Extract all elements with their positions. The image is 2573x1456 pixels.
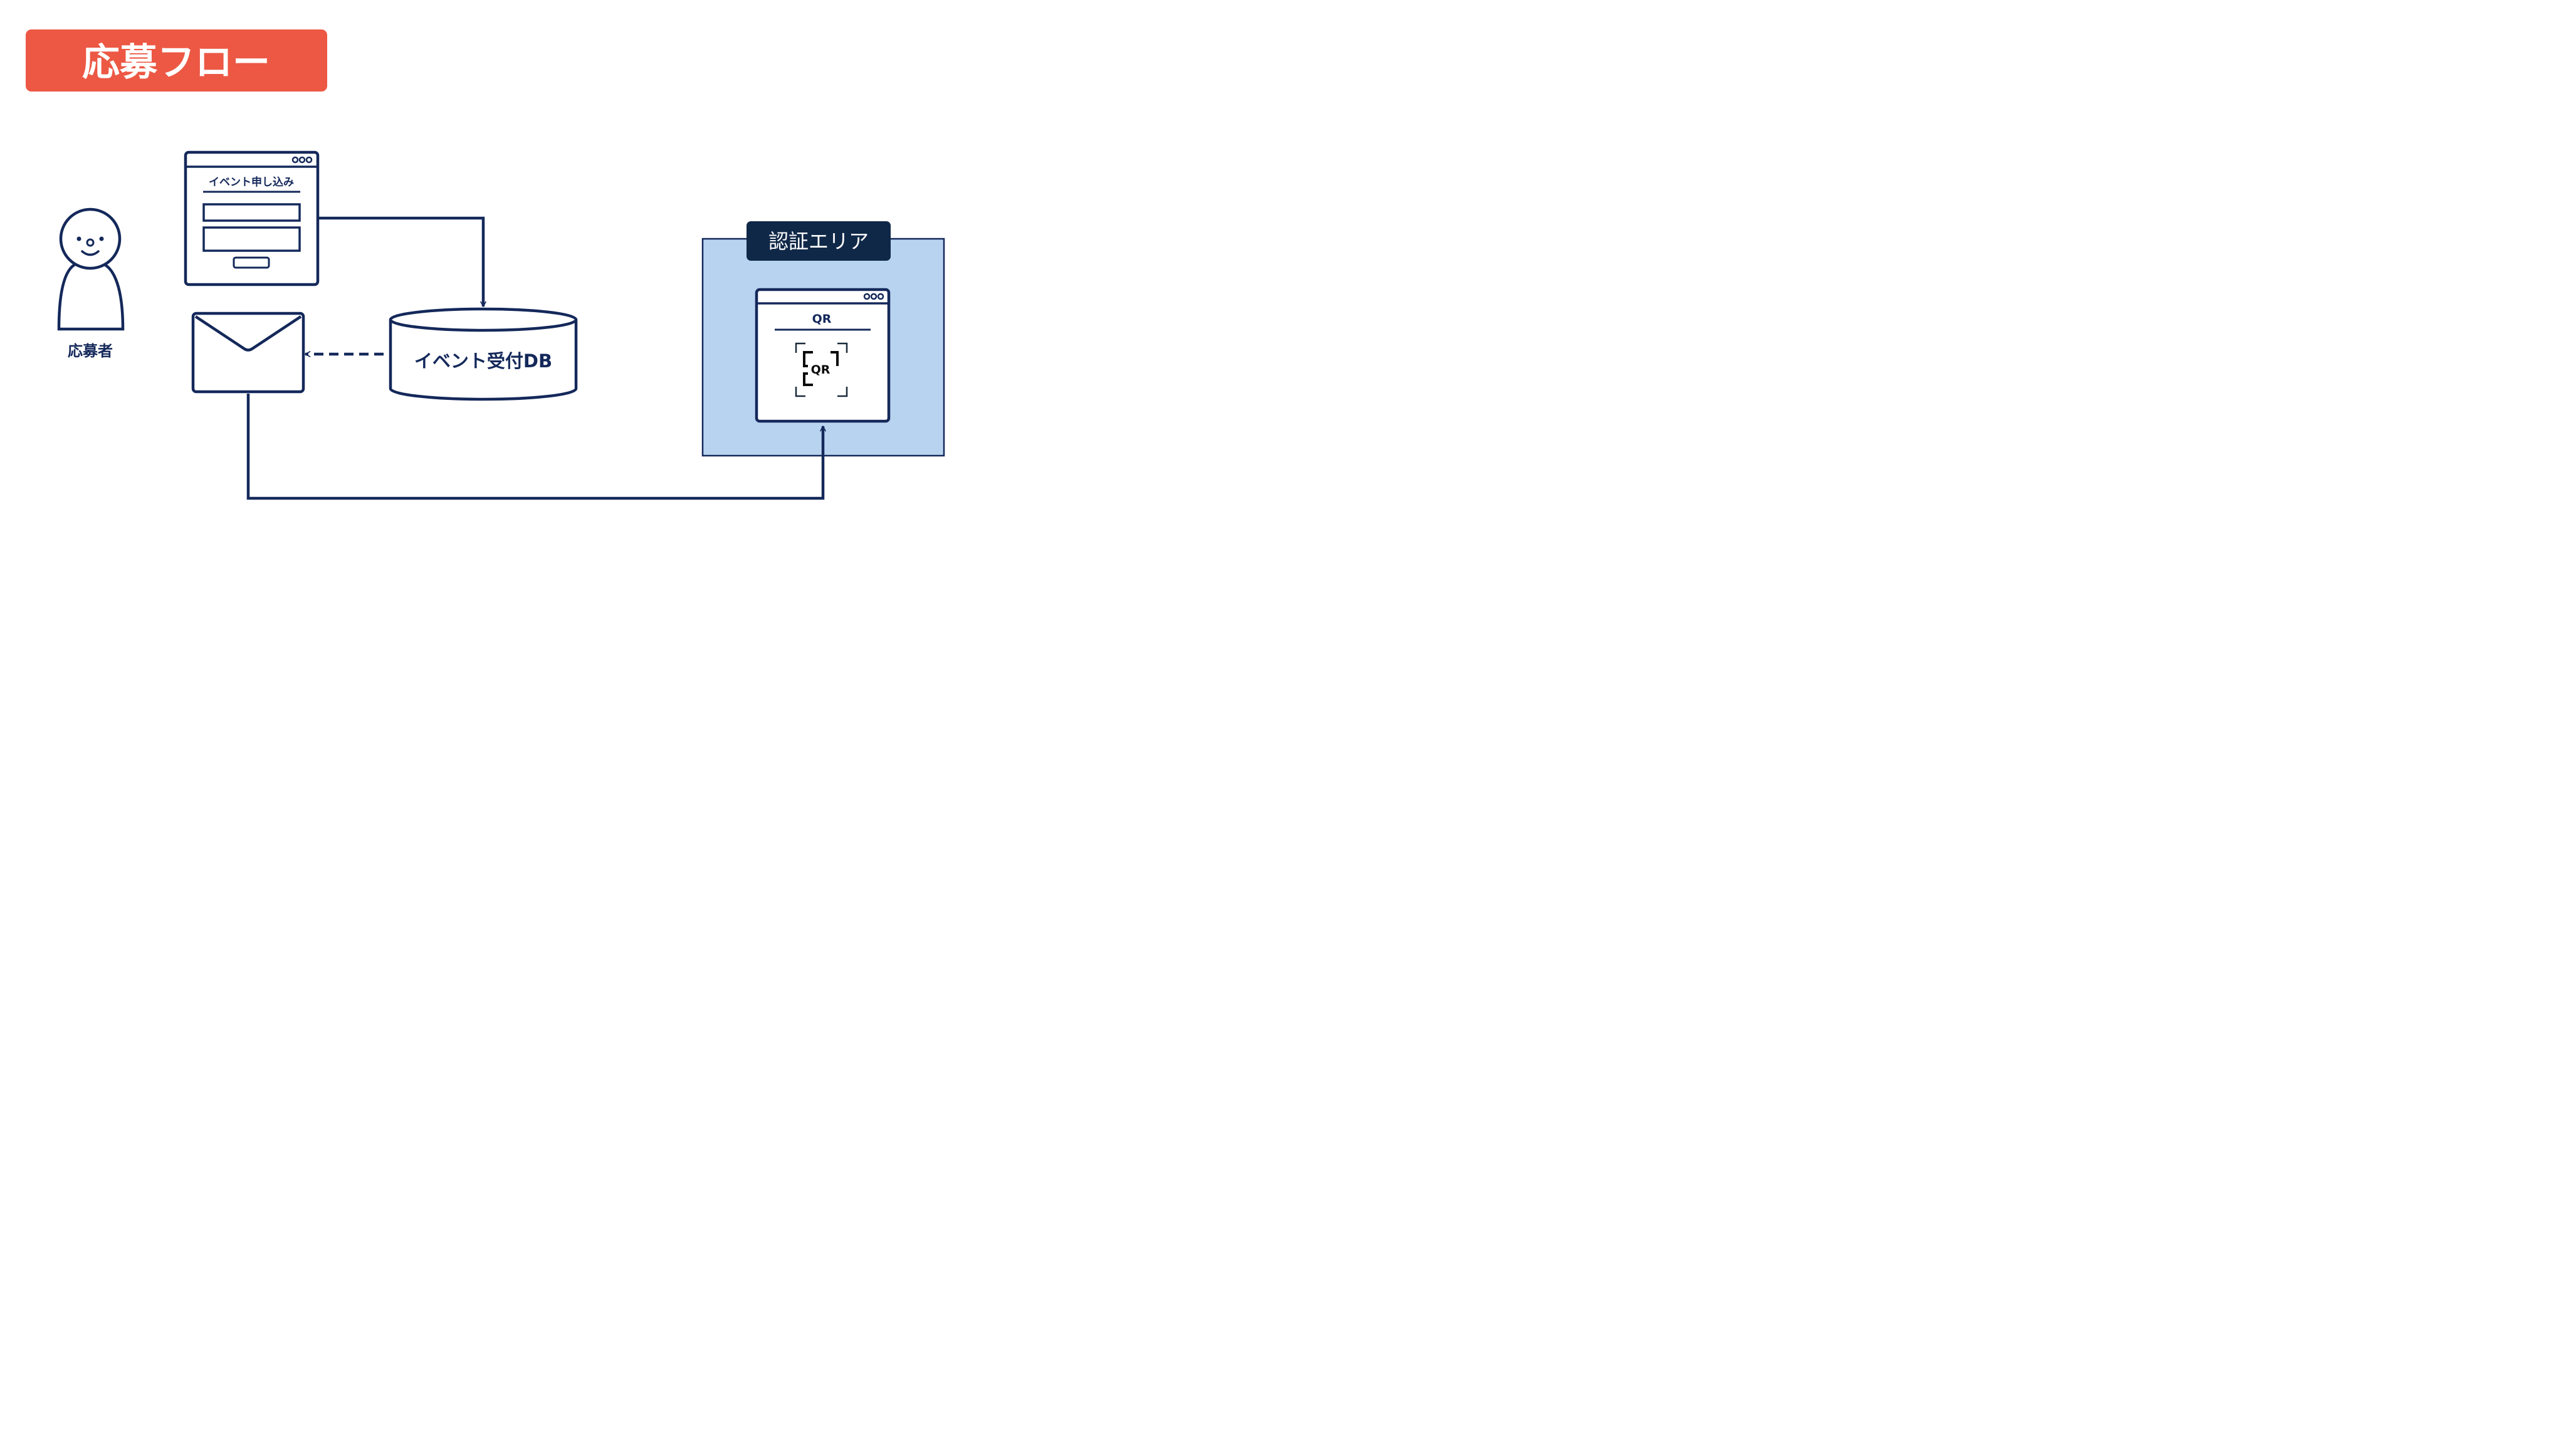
window-controls-icon [291,156,313,164]
database-label: イベント受付DB [414,350,552,372]
qr-code-icon: QR [795,342,848,397]
envelope-icon [191,312,305,394]
form-textarea-field [202,226,301,252]
arrow-form-to-database [318,216,486,307]
actor: 応募者 [57,207,125,360]
qr-window-title: QR [812,312,832,326]
form-submit-button [233,256,270,269]
form-window: イベント申し込み [184,150,320,286]
qr-window: QR QR [755,288,891,423]
title-banner: 応募フロー [26,29,327,92]
person-icon [57,207,125,331]
connectors [246,216,826,500]
qr-code-label: QR [811,363,831,377]
form-window-title: イベント申し込み [209,175,294,189]
form-input-field [202,203,301,222]
database-cylinder-icon: イベント受付DB [389,307,578,401]
auth-area-label-box [747,221,891,261]
auth-area: 認証エリア QR [701,221,945,457]
actor-label: 応募者 [68,342,113,360]
application-flow-diagram: 応募フロー 応募者 イベント申し込み [26,29,945,500]
window-controls-icon [863,293,884,300]
auth-area-label: 認証エリア [768,229,869,253]
arrow-mail-to-qr [246,394,826,500]
page-title: 応募フロー [82,41,270,85]
